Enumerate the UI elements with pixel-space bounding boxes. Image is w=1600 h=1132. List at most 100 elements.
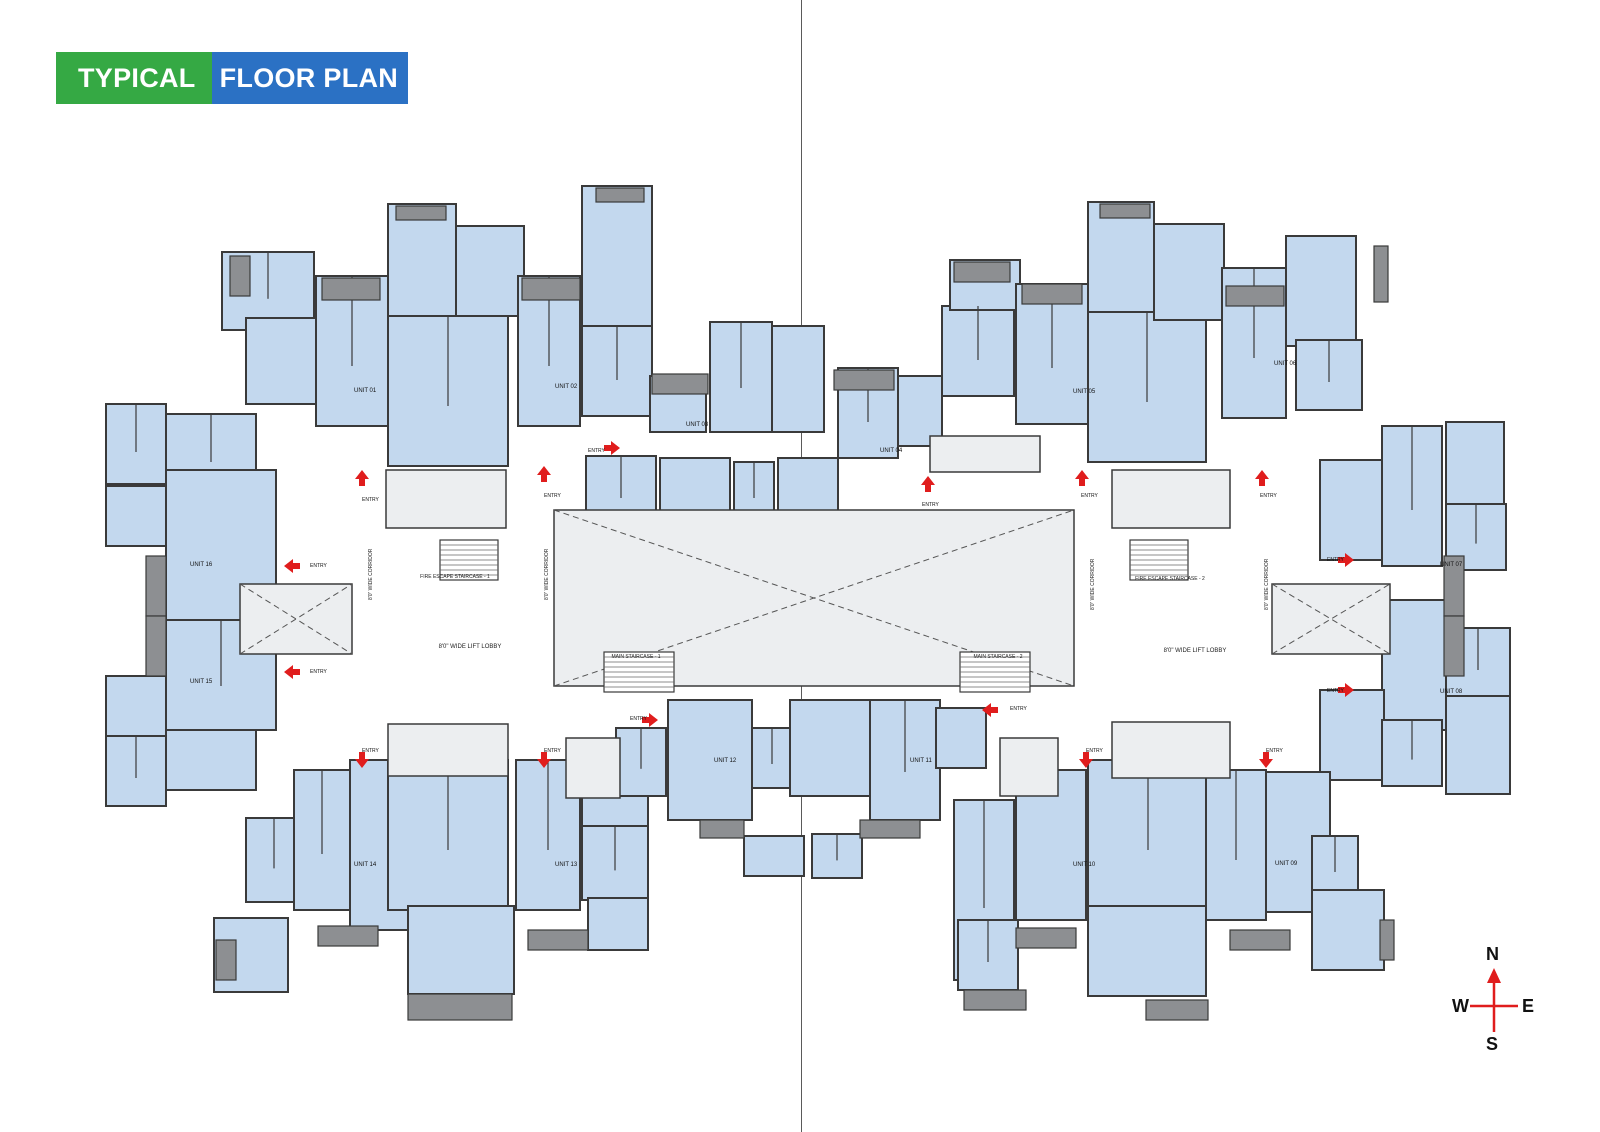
corridor-label-4: 8'0" WIDE CORRIDOR: [1264, 558, 1270, 610]
apartment-room-53: [587, 897, 649, 951]
service-block-26: [1379, 919, 1395, 961]
corridor-label-1: 8'0" WIDE CORRIDOR: [368, 548, 374, 600]
entry-arrow-icon-0: [355, 470, 369, 486]
apartment-rooms: [105, 185, 1511, 997]
service-block-20: [699, 819, 745, 839]
common-area-8: [1111, 721, 1231, 779]
service-block-3: [229, 255, 251, 297]
fire-stair-label-1: FIRE ESCAPE STAIRCASE - 1: [420, 574, 490, 580]
lift-lobby-label-left: 8'0" WIDE LIFT LOBBY: [439, 644, 502, 650]
service-block-12: [145, 555, 167, 617]
unit-label: UNIT 11: [910, 758, 932, 764]
entry-label: ENTRY: [922, 502, 940, 508]
service-blocks: [145, 187, 1465, 1021]
service-block-25: [963, 989, 1027, 1011]
compass-s: S: [1486, 1034, 1499, 1054]
unit-label: UNIT 04: [880, 448, 903, 454]
service-block-16: [407, 993, 513, 1021]
apartment-room-11: [771, 325, 825, 433]
entry-label: ENTRY: [1010, 706, 1028, 712]
entry-arrow-icon-15: [1259, 752, 1273, 768]
common-area-7: [999, 737, 1059, 797]
main-stair-label-2: MAIN STAIRCASE - 2: [973, 654, 1022, 660]
apartment-room-59: [935, 707, 987, 769]
entry-label: ENTRY: [630, 716, 648, 722]
common-area-5: [387, 723, 509, 777]
apartment-room-65: [1087, 905, 1207, 997]
apartment-room-61: [743, 835, 805, 877]
entry-label: ENTRY: [1327, 557, 1345, 563]
service-block-2: [1099, 203, 1151, 219]
apartment-room-69: [1311, 889, 1385, 971]
apartment-room-41: [105, 675, 167, 741]
lift-lobby-label-right: 8'0" WIDE LIFT LOBBY: [1164, 648, 1227, 654]
entry-arrow-icon-14: [1079, 752, 1093, 768]
apartment-room-35: [1445, 695, 1511, 795]
apartment-room-13: [659, 457, 731, 519]
entry-arrow-icon-11: [982, 703, 998, 717]
unit-label: UNIT 06: [1274, 361, 1297, 367]
service-block-18: [215, 939, 237, 981]
entry-arrow-icon-6: [1338, 553, 1354, 567]
title-typical: TYPICAL: [56, 52, 212, 104]
apartment-room-25: [1285, 235, 1357, 347]
entry-label: ENTRY: [310, 563, 328, 569]
unit-label: UNIT 16: [190, 562, 213, 568]
compass-cross: [1470, 968, 1518, 1032]
entry-arrow-icon-4: [1075, 470, 1089, 486]
entry-arrow-icon-1: [537, 466, 551, 482]
apartment-room-55: [667, 699, 753, 821]
main-stair-label-1: MAIN STAIRCASE - 1: [611, 654, 660, 660]
apartment-room-43: [165, 729, 257, 791]
unit-label: UNIT 15: [190, 679, 213, 685]
service-block-13: [145, 615, 167, 677]
entry-label: ENTRY: [362, 497, 380, 503]
title-badge: TYPICAL FLOOR PLAN: [56, 52, 409, 104]
entry-label: ENTRY: [310, 669, 328, 675]
unit-label: UNIT 12: [714, 758, 737, 764]
service-block-21: [859, 819, 921, 839]
entry-arrow-icon-7: [1338, 683, 1354, 697]
apartment-room-3: [387, 203, 457, 325]
fire-stair-label-2: FIRE ESCAPE STAIRCASE - 2: [1135, 576, 1205, 582]
service-block-24: [1145, 999, 1209, 1021]
compass-e: E: [1522, 996, 1535, 1016]
common-area-2: [1111, 469, 1231, 529]
apartment-room-17: [897, 375, 943, 447]
unit-label: UNIT 07: [1440, 562, 1463, 568]
unit-label: UNIT 01: [354, 388, 377, 394]
service-block-11: [833, 369, 895, 391]
void-diagonal-b-1: [239, 583, 353, 655]
common-areas: [239, 435, 1391, 799]
service-block-23: [1229, 929, 1291, 951]
service-block-10: [651, 373, 709, 395]
entry-arrow-icon-9: [284, 665, 300, 679]
unit-label: UNIT 13: [555, 862, 578, 868]
entry-label: ENTRY: [1081, 493, 1099, 499]
apartment-room-37: [105, 485, 167, 547]
service-block-15: [1443, 615, 1465, 677]
apartment-room-49: [407, 905, 515, 995]
entry-label: ENTRY: [1260, 493, 1278, 499]
entry-arrow-icon-5: [1255, 470, 1269, 486]
void-diagonal-b-2: [1271, 583, 1391, 655]
void-diagonal-a-1: [239, 583, 353, 655]
service-block-6: [953, 261, 1011, 283]
entry-arrow-icon-12: [355, 752, 369, 768]
north-arrow-icon: N W E S: [1448, 944, 1538, 1060]
common-area-9: [929, 435, 1041, 473]
entry-label: ENTRY: [1086, 748, 1104, 754]
entry-arrow-icon-2: [604, 441, 620, 455]
apartment-room-1: [245, 317, 319, 405]
entry-arrow-icon-13: [537, 752, 551, 768]
void-diagonal-a-2: [1271, 583, 1391, 655]
compass-n: N: [1486, 944, 1499, 964]
apartment-room-23: [1153, 223, 1225, 321]
compass-w: W: [1452, 996, 1469, 1016]
entry-label: ENTRY: [588, 448, 606, 454]
apartment-room-57: [789, 699, 871, 797]
entry-label: ENTRY: [1327, 688, 1345, 694]
service-block-1: [395, 205, 447, 221]
